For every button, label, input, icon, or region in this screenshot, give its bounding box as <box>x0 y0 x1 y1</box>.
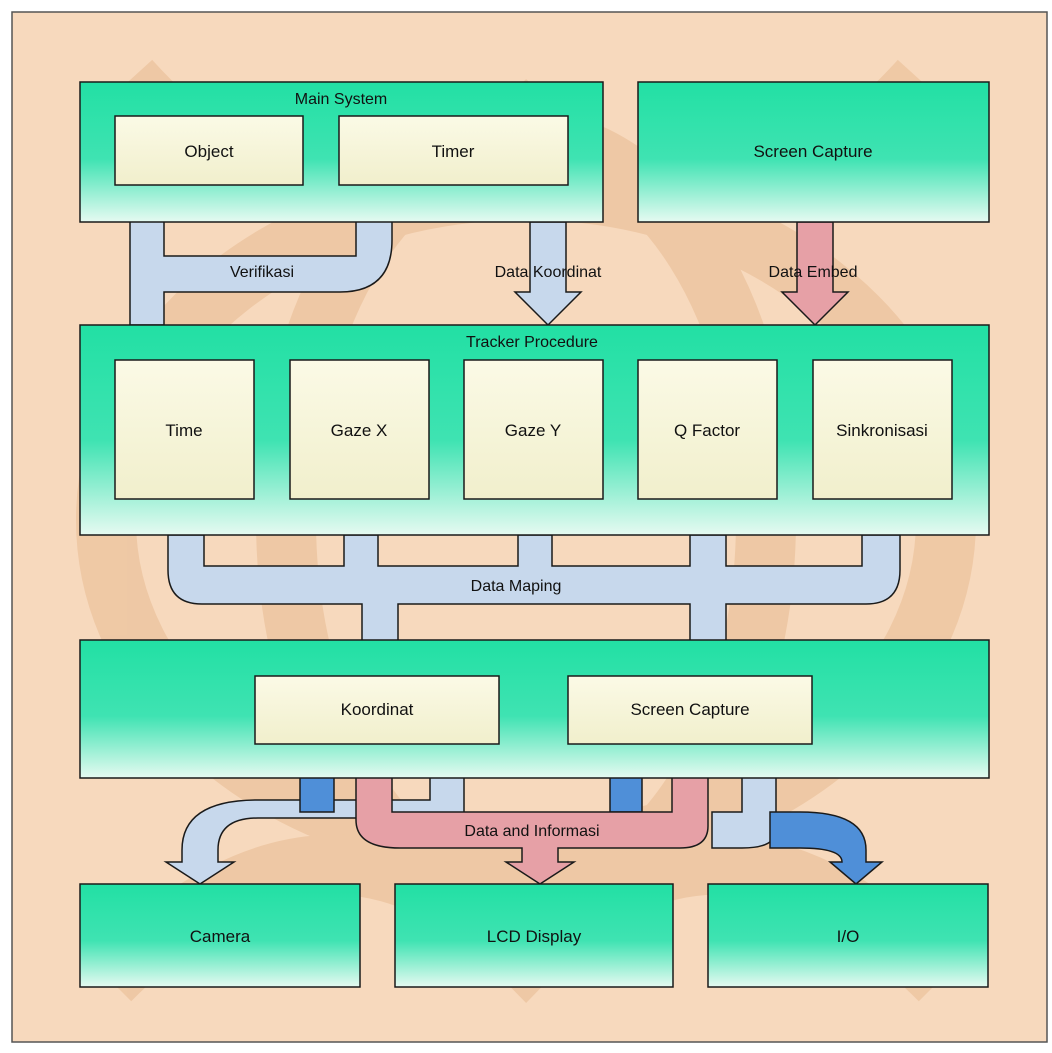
tracker-title: Tracker Procedure <box>466 334 598 351</box>
screen-capture-top-panel: Screen Capture <box>638 82 989 222</box>
data-embed-label: Data Embed <box>769 264 858 281</box>
lcd-display-label: LCD Display <box>487 927 582 946</box>
main-system-panel: Main System Object Timer <box>80 82 603 222</box>
data-and-informasi-label: Data and Informasi <box>464 823 599 840</box>
tracker-item-gaze-x: Gaze X <box>331 421 388 440</box>
tracker-procedure-panel: Tracker Procedure Time Gaze X Gaze Y Q F… <box>80 325 989 535</box>
camera-label: Camera <box>190 927 251 946</box>
camera-panel: Camera <box>80 884 360 987</box>
screen-capture-top-label: Screen Capture <box>753 142 872 161</box>
data-maping-label: Data Maping <box>471 578 562 595</box>
koordinat-label: Koordinat <box>341 700 414 719</box>
io-panel: I/O <box>708 884 988 987</box>
object-label: Object <box>184 142 233 161</box>
tracker-item-time: Time <box>165 421 202 440</box>
main-system-title: Main System <box>295 91 387 108</box>
io-label: I/O <box>837 927 860 946</box>
mapping-panel: Koordinat Screen Capture <box>80 640 989 778</box>
tracker-item-q-factor: Q Factor <box>674 421 740 440</box>
verifikasi-label: Verifikasi <box>230 264 294 281</box>
lcd-display-panel: LCD Display <box>395 884 673 987</box>
tracker-item-gaze-y: Gaze Y <box>505 421 561 440</box>
data-koordinat-label: Data Koordinat <box>495 264 602 281</box>
tracker-item-sinkronisasi: Sinkronisasi <box>836 421 928 440</box>
screen-capture-mapping-label: Screen Capture <box>630 700 749 719</box>
timer-label: Timer <box>432 142 475 161</box>
